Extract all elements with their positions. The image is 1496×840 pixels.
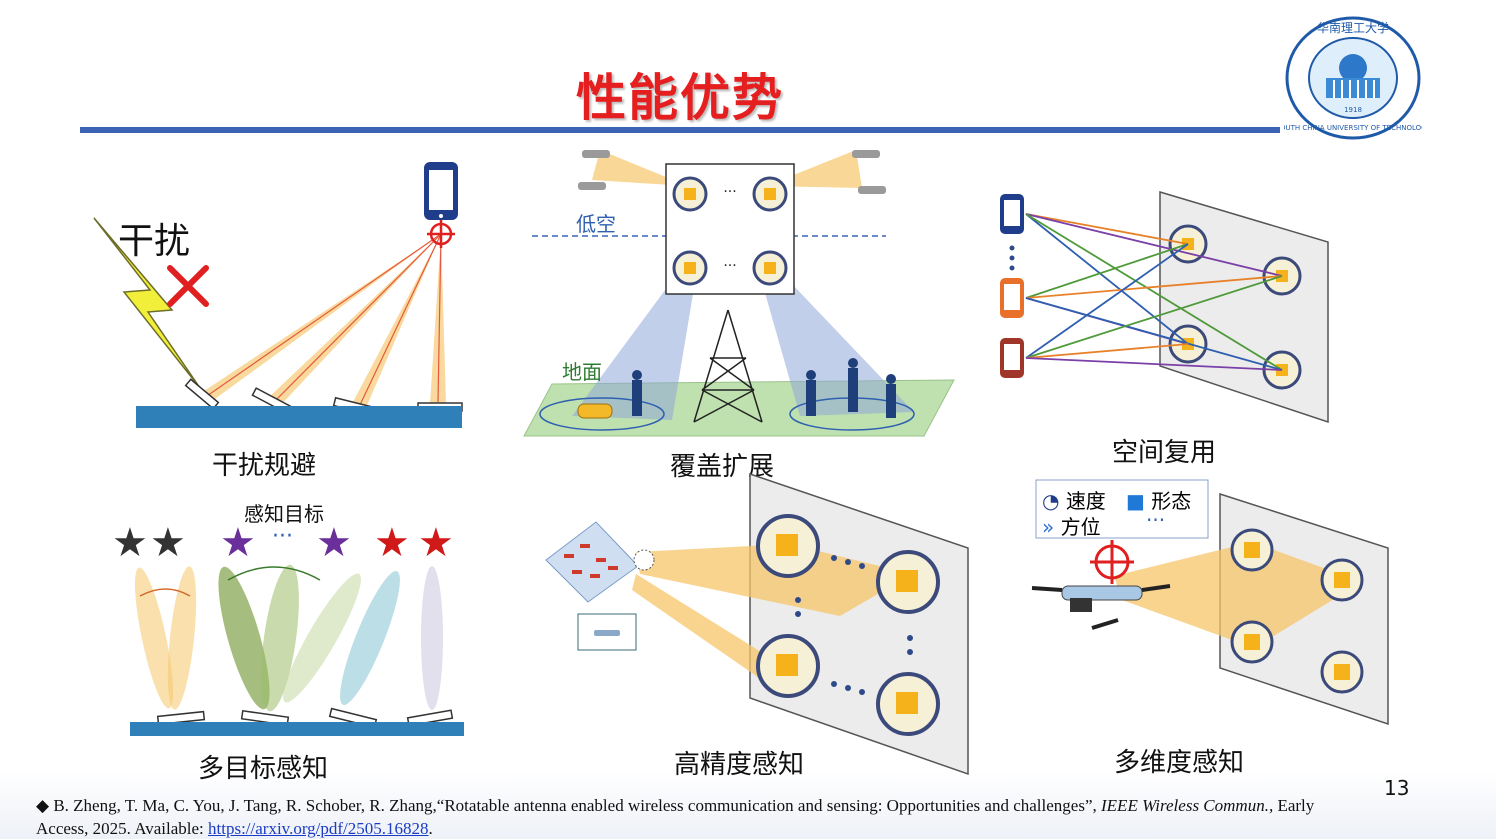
target-icon bbox=[1090, 540, 1134, 584]
svg-text:···: ··· bbox=[723, 184, 736, 200]
sensing-beam bbox=[1114, 542, 1362, 648]
svg-text:★: ★ bbox=[150, 520, 186, 566]
university-logo: 1918 SOUTH CHINA UNIVERSITY OF TECHNOLOG… bbox=[1284, 16, 1422, 140]
blocked-x-icon bbox=[167, 265, 209, 307]
surface-base bbox=[130, 722, 464, 736]
car-icon bbox=[577, 403, 613, 419]
speed-label: 速度 bbox=[1065, 489, 1106, 513]
interference-avoidance-figure bbox=[93, 162, 463, 428]
antenna-elements bbox=[1230, 528, 1364, 694]
phone-icon bbox=[424, 162, 458, 220]
shape-label: 形态 bbox=[1151, 489, 1192, 513]
tower-icon bbox=[693, 309, 763, 423]
caption-spatial-multiplexing: 空间复用 bbox=[1112, 438, 1217, 468]
caption-high-precision-sensing: 高精度感知 bbox=[674, 750, 805, 780]
svg-text:★: ★ bbox=[418, 520, 454, 566]
svg-text:1918: 1918 bbox=[1344, 106, 1362, 114]
ground-label: 地面 bbox=[562, 360, 602, 384]
slide-title: 性能优势 bbox=[576, 69, 784, 127]
drone-icons bbox=[578, 150, 886, 194]
svg-text:华南理工大学: 华南理工大学 bbox=[1317, 20, 1389, 35]
target-icon bbox=[427, 220, 455, 248]
reference-citation: ◆ B. Zheng, T. Ma, C. You, J. Tang, R. S… bbox=[36, 794, 1336, 840]
chevrons-icon: » bbox=[1042, 515, 1055, 539]
target-star-icons: ★★ ★★ ★★ bbox=[112, 520, 454, 566]
svg-text:★: ★ bbox=[220, 520, 256, 566]
reference-journal: IEEE Wireless Commun., bbox=[1101, 796, 1274, 815]
attribute-legend-box bbox=[1035, 479, 1209, 539]
caption-interference-avoidance: 干扰规避 bbox=[212, 451, 317, 481]
reference-status: Early Access, 2025. Available: bbox=[36, 796, 1315, 838]
high-precision-sensing-figure bbox=[545, 472, 969, 776]
vertical-dots bbox=[1009, 245, 1015, 271]
antenna-elements bbox=[756, 514, 940, 736]
reference-link[interactable]: https://arxiv.org/pdf/2505.16828 bbox=[208, 819, 429, 838]
multi-target-sensing-figure: ★★ ★★ ★★ bbox=[112, 520, 464, 736]
surface-base bbox=[136, 406, 462, 428]
direction-legend: » 方位 bbox=[1042, 511, 1101, 540]
target-area bbox=[545, 521, 639, 603]
targets-ellipsis: ··· bbox=[272, 524, 293, 549]
scan-arc bbox=[139, 588, 191, 597]
multi-dim-sensing-figure bbox=[1031, 479, 1389, 726]
page-number: 13 bbox=[1384, 776, 1410, 800]
reference-end: . bbox=[428, 819, 433, 838]
speed-legend: ◔ 速度 bbox=[1042, 485, 1106, 514]
title-divider bbox=[80, 127, 1280, 133]
speedometer-icon: ◔ bbox=[1042, 489, 1060, 513]
logo-lettering: SOUTH CHINA UNIVERSITY OF TECHNOLOGY bbox=[1284, 124, 1422, 132]
bullet-icon: ◆ bbox=[36, 796, 50, 815]
antenna-elements bbox=[672, 176, 788, 286]
beam-drone-left bbox=[592, 150, 688, 186]
sensing-beams bbox=[134, 564, 443, 712]
user-phone-icons bbox=[1000, 194, 1024, 378]
low-altitude-label: 低空 bbox=[576, 212, 616, 236]
coverage-extension-figure: ··· ··· bbox=[523, 150, 955, 437]
sensing-beam-lower bbox=[632, 574, 790, 680]
sensing-targets-label: 感知目标 bbox=[244, 502, 324, 526]
caption-multi-target-sensing: 多目标感知 bbox=[198, 754, 329, 784]
spatial-multiplexing-figure bbox=[1000, 190, 1329, 424]
scan-arc bbox=[227, 566, 321, 581]
cube-icon: ■ bbox=[1126, 489, 1145, 513]
caption-multi-dim-sensing: 多维度感知 bbox=[1114, 748, 1245, 778]
reference-authors-title: B. Zheng, T. Ma, C. You, J. Tang, R. Sch… bbox=[53, 796, 1097, 815]
drone-icon bbox=[1031, 584, 1171, 630]
interference-label: 干扰 bbox=[118, 221, 191, 262]
beams bbox=[198, 234, 446, 410]
coverage-ring-left bbox=[539, 397, 665, 431]
drone-icon bbox=[594, 630, 620, 636]
beam-rays bbox=[203, 233, 442, 408]
svg-text:★: ★ bbox=[374, 520, 410, 566]
multiplexing-links bbox=[1025, 213, 1283, 371]
element-dots bbox=[795, 555, 913, 695]
svg-text:···: ··· bbox=[723, 258, 736, 274]
sensing-beam-upper bbox=[636, 544, 912, 616]
target-drone-icons bbox=[564, 544, 618, 578]
shape-legend: ■ 形态 bbox=[1126, 485, 1191, 514]
zoom-circle bbox=[633, 549, 655, 571]
person-icons bbox=[632, 358, 896, 418]
legend-more: ··· bbox=[1146, 508, 1166, 532]
svg-text:★: ★ bbox=[316, 520, 352, 566]
footer-background bbox=[0, 770, 1496, 839]
svg-text:★: ★ bbox=[112, 520, 148, 566]
direction-label: 方位 bbox=[1060, 515, 1101, 539]
